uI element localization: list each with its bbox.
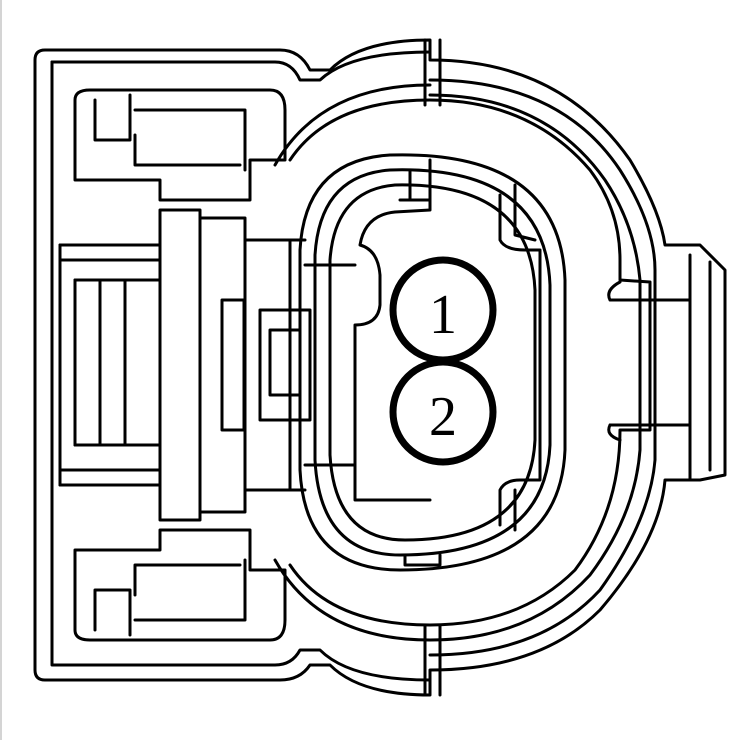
- side-tabs: [73, 88, 287, 642]
- inner-cavity: [298, 153, 567, 572]
- housing-outline: [33, 38, 727, 697]
- pin-1: 1: [389, 256, 497, 364]
- pin-1-label: 1: [429, 284, 457, 346]
- frame-border: [0, 0, 2, 740]
- pin-2-label: 2: [429, 386, 457, 448]
- pin-2: 2: [389, 358, 497, 466]
- housing-arcs: [273, 38, 692, 697]
- left-latch-block: [58, 208, 357, 522]
